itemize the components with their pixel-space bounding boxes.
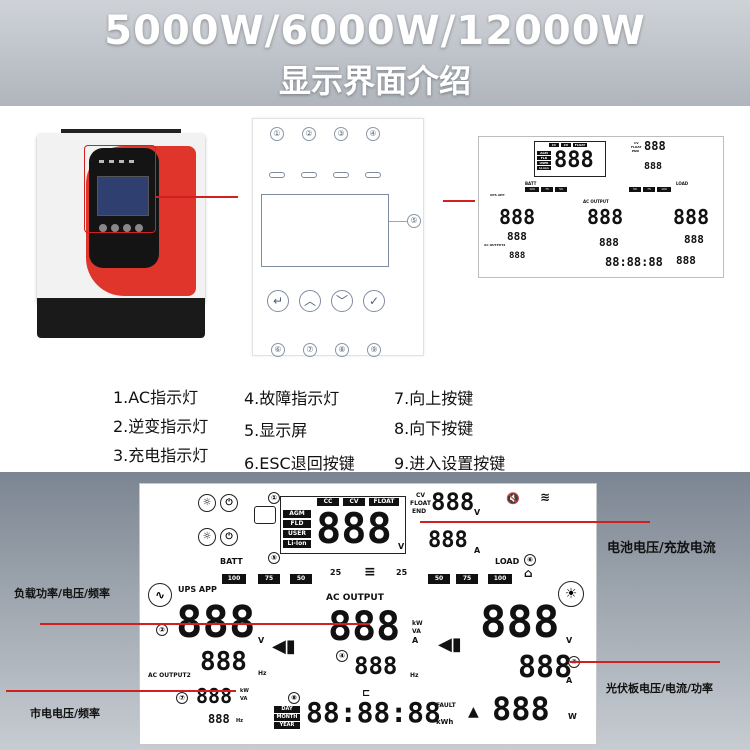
legend-item: 9.进入设置按键 (394, 454, 506, 473)
legend-item: 7.向上按键 (394, 389, 474, 408)
legend-item: 2.逆变指示灯 (113, 417, 209, 436)
display-screen (261, 194, 389, 267)
indicator-number: ④ (366, 127, 380, 141)
grid-annotation: 市电电压/频率 (30, 707, 101, 720)
plug-icon: ⊏ (362, 688, 371, 699)
lcd-diagram-small: CC CV FLOAT AGM FLD USER Li-Ion 888 888 … (478, 136, 724, 278)
screen-number: ⑤ (407, 214, 421, 228)
annotation-line (570, 661, 720, 663)
button-number: ⑧ (335, 343, 349, 357)
annotation-line (40, 623, 370, 625)
flow-down-icon: ≡ (364, 564, 376, 580)
load-annotation: 负载功率/电压/频率 (14, 587, 111, 600)
highlight-box (84, 145, 156, 233)
pv-sun-icon: ☼ (198, 528, 216, 546)
esc-icon: ↵ (272, 294, 284, 308)
down-arrow-icon: ﹀ (335, 294, 348, 308)
ac-indicator-led (269, 172, 285, 178)
up-arrow-icon: ︿ (303, 294, 316, 308)
inverter-device (37, 129, 205, 338)
legend-item: 6.ESC退回按键 (244, 454, 355, 473)
grid-plug-icon: ⏻ (220, 528, 238, 546)
button-number: ⑨ (367, 343, 381, 357)
lcd-diagram-large: ☼ ⏻ ☼ ⏻ ① ⑤ CC CV FLOAT AGM FLD USER Li-… (139, 483, 597, 745)
pv-annotation: 光伏板电压/电流/功率 (606, 682, 714, 695)
legend-item: 5.显示屏 (244, 421, 308, 440)
page-title: 5000W/6000W/12000W (104, 8, 646, 54)
battery-icon (254, 506, 276, 524)
annotation-line (420, 521, 650, 523)
esc-button[interactable]: ↵ (267, 290, 289, 312)
up-button[interactable]: ︿ (299, 290, 321, 312)
pv-panel-icon: ☀ (558, 581, 584, 607)
pointer-line (443, 200, 475, 202)
button-number: ⑥ (271, 343, 285, 357)
indicator-number: ① (270, 127, 284, 141)
annotation-line (6, 690, 236, 692)
legend-item: 1.AC指示灯 (113, 388, 199, 407)
inverter-indicator-led (301, 172, 317, 178)
down-button[interactable]: ﹀ (331, 290, 353, 312)
page-subtitle: 显示界面介绍 (278, 62, 471, 100)
mute-icon: 🔇 (506, 492, 520, 505)
inverter-lcd (97, 176, 149, 216)
wifi-icon: ≋ (540, 490, 551, 504)
pointer-line (156, 196, 238, 198)
checkmark-icon: ✓ (368, 294, 380, 308)
top-background (0, 0, 750, 110)
enter-button[interactable]: ✓ (363, 290, 385, 312)
indicator-number: ② (302, 127, 316, 141)
battery-annotation: 电池电压/充放电流 (607, 541, 716, 556)
ac-wave-icon: ∿ (148, 583, 172, 607)
flow-left-icon: ◀▮ (438, 634, 462, 655)
charge-indicator-led (333, 172, 349, 178)
fault-indicator-led (365, 172, 381, 178)
control-panel-diagram (252, 118, 424, 356)
legend-item: 4.故障指示灯 (244, 389, 340, 408)
button-number: ⑦ (303, 343, 317, 357)
indicator-number: ③ (334, 127, 348, 141)
legend-item: 3.充电指示灯 (113, 446, 209, 465)
legend-item: 8.向下按键 (394, 419, 474, 438)
load-icon: ⌂ (524, 566, 533, 580)
grid-plug-icon: ⏻ (220, 494, 238, 512)
pv-sun-icon: ☼ (198, 494, 216, 512)
flow-left-icon: ◀▮ (272, 636, 296, 657)
warning-icon: ▲ (468, 704, 479, 720)
